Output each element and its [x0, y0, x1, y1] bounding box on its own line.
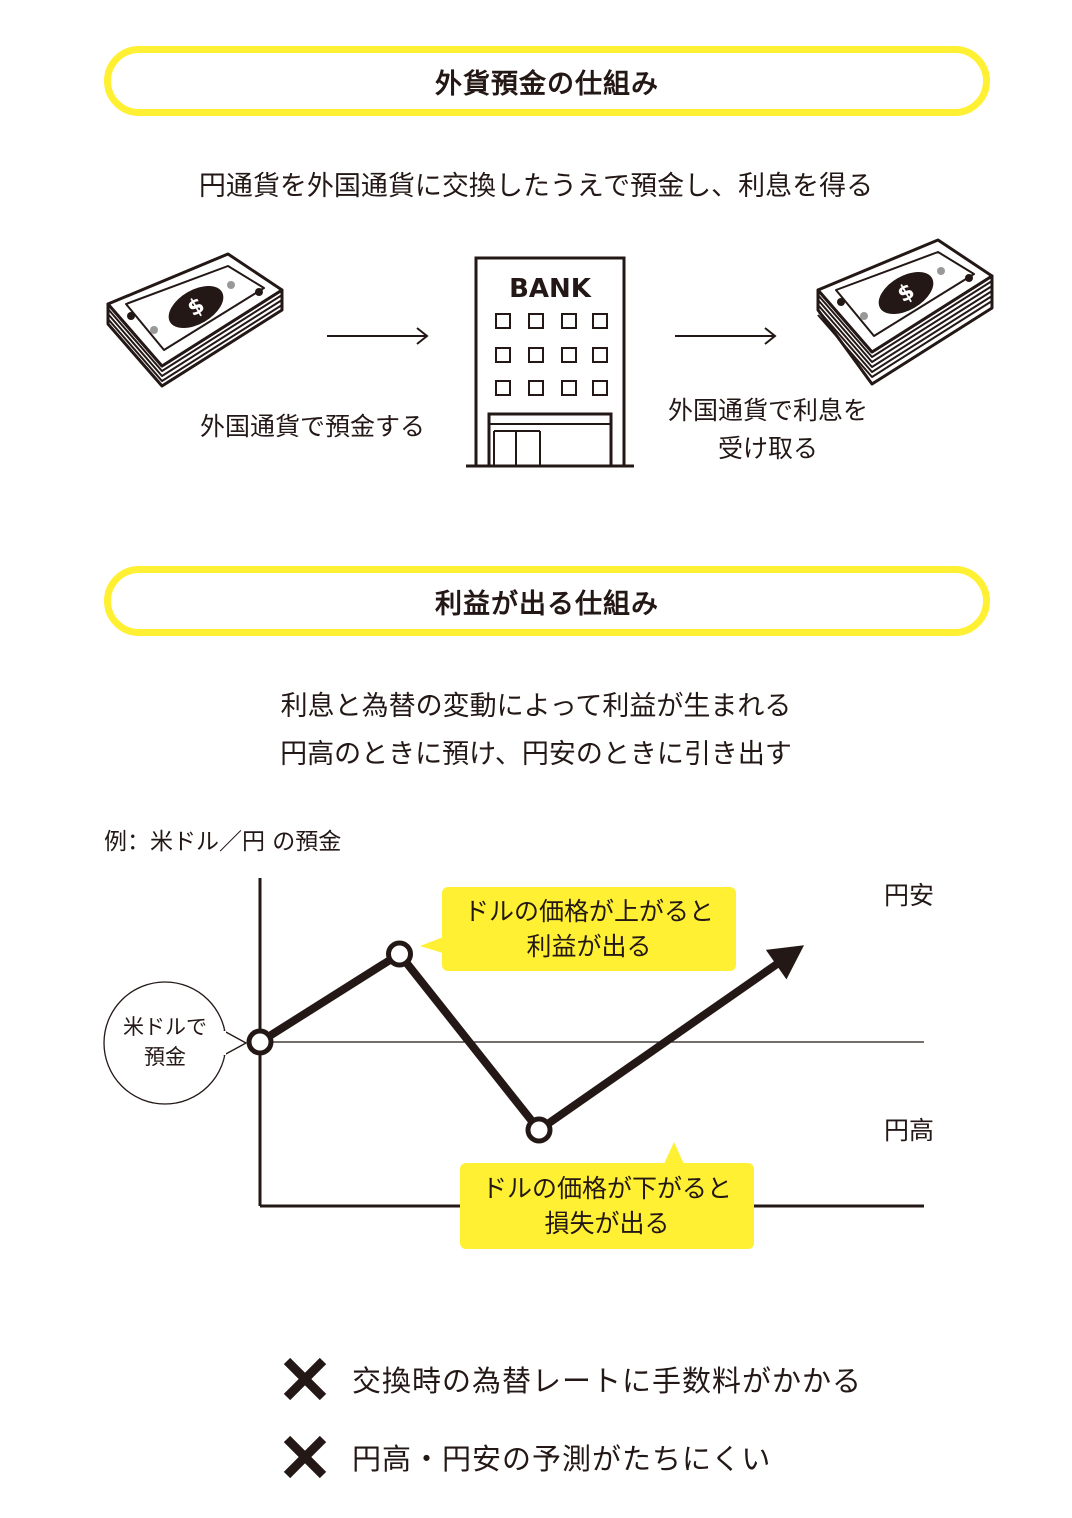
strong-yen-label: 円高: [884, 1116, 935, 1145]
money-stack-left-icon: $: [106, 252, 284, 388]
start-bubble-line2: 預金: [144, 1045, 186, 1069]
up-callout: ドルの価格が上がると 利益が出る: [442, 887, 736, 971]
section1-title-pill: 外貨預金の仕組み: [104, 46, 990, 116]
con-text-1: 交換時の為替レートに手数料がかかる: [352, 1364, 863, 1398]
cross-icon-2: [283, 1435, 327, 1479]
money-stack-right-icon: $: [816, 238, 994, 386]
section2-subtitle-line1: 利息と為替の変動によって利益が生まれる: [280, 691, 792, 722]
data-point-2: [386, 940, 413, 968]
start-bubble-line1: 米ドルで: [123, 1015, 207, 1039]
arrow-right-icon-2: [675, 327, 777, 345]
up-callout-line2: 利益が出る: [526, 932, 652, 961]
section2-subtitle-line2: 円高のときに預け、円安のときに引き出す: [280, 739, 792, 770]
start-bubble-tail: [223, 1030, 247, 1056]
arrow-head-icon: [765, 945, 805, 980]
down-callout: ドルの価格が下がると 損失が出る: [460, 1163, 754, 1249]
down-callout-line2: 損失が出る: [544, 1209, 670, 1238]
cross-icon: [283, 1357, 327, 1401]
con-item-2: 円高・円安の予測がたちにくい: [282, 1434, 771, 1480]
data-point-1: [246, 1028, 274, 1056]
step2-line2: 受け取る: [717, 434, 818, 463]
chart-example-label: 例：米ドル／円 の預金: [104, 829, 342, 855]
section1-title: 外貨預金の仕組み: [435, 68, 659, 100]
bank-building-icon: BANK: [466, 256, 634, 468]
data-point-3: [525, 1116, 553, 1144]
con-text-2: 円高・円安の予測がたちにくい: [352, 1442, 772, 1476]
down-callout-pointer: [664, 1142, 684, 1164]
con-item-1: 交換時の為替レートに手数料がかかる: [282, 1356, 862, 1402]
down-callout-line1: ドルの価格が下がると: [481, 1174, 732, 1203]
arrow-right-icon: [327, 327, 429, 345]
up-callout-pointer: [420, 936, 446, 954]
start-bubble-text: 米ドルで 預金: [118, 1012, 212, 1072]
step1-label: 外国通貨で預金する: [200, 412, 426, 441]
section1-subtitle: 円通貨を外国通貨に交換したうえで預金し、利息を得る: [198, 171, 874, 202]
section2-title-pill: 利益が出る仕組み: [104, 566, 990, 636]
weak-yen-label: 円安: [884, 881, 935, 910]
section2-title: 利益が出る仕組み: [435, 588, 659, 620]
step2-label: 外国通貨で利息を 受け取る: [660, 392, 876, 468]
series-line: [257, 950, 785, 1134]
bank-label: BANK: [509, 274, 592, 304]
up-callout-line1: ドルの価格が上がると: [463, 897, 714, 926]
step2-line1: 外国通貨で利息を: [667, 396, 868, 425]
